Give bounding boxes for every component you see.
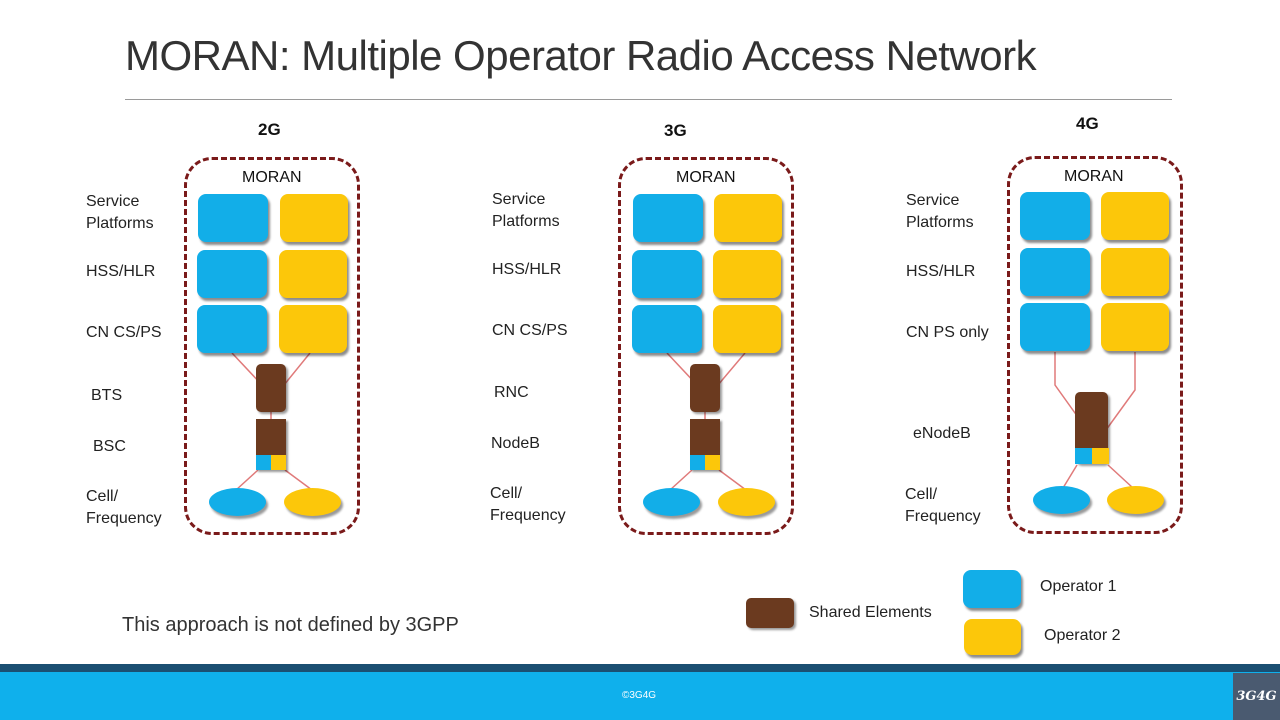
row-label-hss-hlr: HSS/HLR [492, 261, 562, 278]
footnote-3gpp: This approach is not defined by 3GPP [122, 614, 459, 636]
row-label-service-platforms: Service Platforms [86, 193, 154, 232]
operator2-hss-hlr-2g [279, 250, 347, 298]
operator2-hss-hlr-3g [713, 250, 781, 298]
brand-logo: 3G4G [1233, 673, 1280, 720]
legend-shared-swatch [746, 598, 794, 628]
row-label-hss-hlr: HSS/HLR [86, 263, 156, 280]
row-label-enodeb: eNodeB [913, 425, 971, 442]
row-label-cn-cs-ps: CN CS/PS [86, 324, 162, 341]
moran-boundary-4g [1007, 156, 1183, 534]
footer-accent-bar [0, 664, 1280, 672]
operator1-mini-block [690, 455, 705, 470]
row-label-cn-ps-only: CN PS only [906, 324, 989, 341]
operator2-core-network-4g [1101, 303, 1169, 351]
operator1-cell-3g [643, 488, 700, 516]
copyright-text: ©3G4G [622, 690, 657, 701]
operator1-mini-block [256, 455, 271, 470]
operator2-service-platform-2g [280, 194, 348, 242]
moran-label-3g: MORAN [676, 169, 736, 186]
brand-logo-text: 3G4G [1236, 689, 1277, 704]
operator1-core-network-2g [197, 305, 267, 353]
legend-operator2-label: Operator 2 [1044, 627, 1121, 644]
row-label-service-platforms: Service Platforms [906, 192, 974, 231]
row-label-rnc: RNC [494, 384, 529, 401]
legend-operator1-swatch [963, 570, 1021, 608]
operator1-hss-hlr-3g [632, 250, 702, 298]
operator1-core-network-3g [632, 305, 702, 353]
row-label-nodeb: NodeB [491, 435, 540, 452]
operator2-mini-block [271, 455, 286, 470]
operator2-service-platform-4g [1101, 192, 1169, 240]
operator1-service-platform-2g [198, 194, 268, 242]
generation-label-2g: 2G [258, 120, 281, 139]
operator1-cell-2g [209, 488, 266, 516]
operator1-mini-block [1075, 448, 1092, 464]
row-label-hss-hlr: HSS/HLR [906, 263, 976, 280]
operator1-core-network-4g [1020, 303, 1090, 351]
shared-bts-2g [256, 364, 286, 412]
row-label-cell-frequency: Cell/ Frequency [490, 485, 566, 524]
legend-shared-label: Shared Elements [809, 604, 932, 621]
operator1-hss-hlr-2g [197, 250, 267, 298]
moran-boundary-3g [618, 157, 794, 535]
operator1-service-platform-3g [633, 194, 703, 242]
operator2-core-network-3g [713, 305, 781, 353]
operator2-cell-4g [1107, 486, 1164, 514]
operator2-cell-3g [718, 488, 775, 516]
moran-boundary-2g [184, 157, 360, 535]
footer-bar [0, 672, 1280, 720]
title-divider [125, 99, 1172, 100]
moran-label-4g: MORAN [1064, 168, 1124, 185]
operator2-cell-2g [284, 488, 341, 516]
row-label-service-platforms: Service Platforms [492, 191, 560, 230]
operator2-core-network-2g [279, 305, 347, 353]
row-label-cell-frequency: Cell/ Frequency [86, 488, 162, 527]
operator2-mini-block [1092, 448, 1109, 464]
page-title: MORAN: Multiple Operator Radio Access Ne… [125, 32, 1037, 79]
operator2-hss-hlr-4g [1101, 248, 1169, 296]
row-label-cn-cs-ps: CN CS/PS [492, 322, 568, 339]
row-label-bsc: BSC [93, 438, 126, 455]
operator1-cell-4g [1033, 486, 1090, 514]
row-label-cell-frequency: Cell/ Frequency [905, 486, 981, 525]
operator1-service-platform-4g [1020, 192, 1090, 240]
generation-label-4g: 4G [1076, 114, 1099, 133]
shared-rnc-3g [690, 364, 720, 412]
operator2-service-platform-3g [714, 194, 782, 242]
moran-label-2g: MORAN [242, 169, 302, 186]
legend-operator1-label: Operator 1 [1040, 578, 1117, 595]
operator2-mini-block [705, 455, 720, 470]
row-label-bts: BTS [91, 387, 123, 404]
legend-operator2-swatch [964, 619, 1021, 655]
operator1-hss-hlr-4g [1020, 248, 1090, 296]
generation-label-3g: 3G [664, 121, 687, 140]
